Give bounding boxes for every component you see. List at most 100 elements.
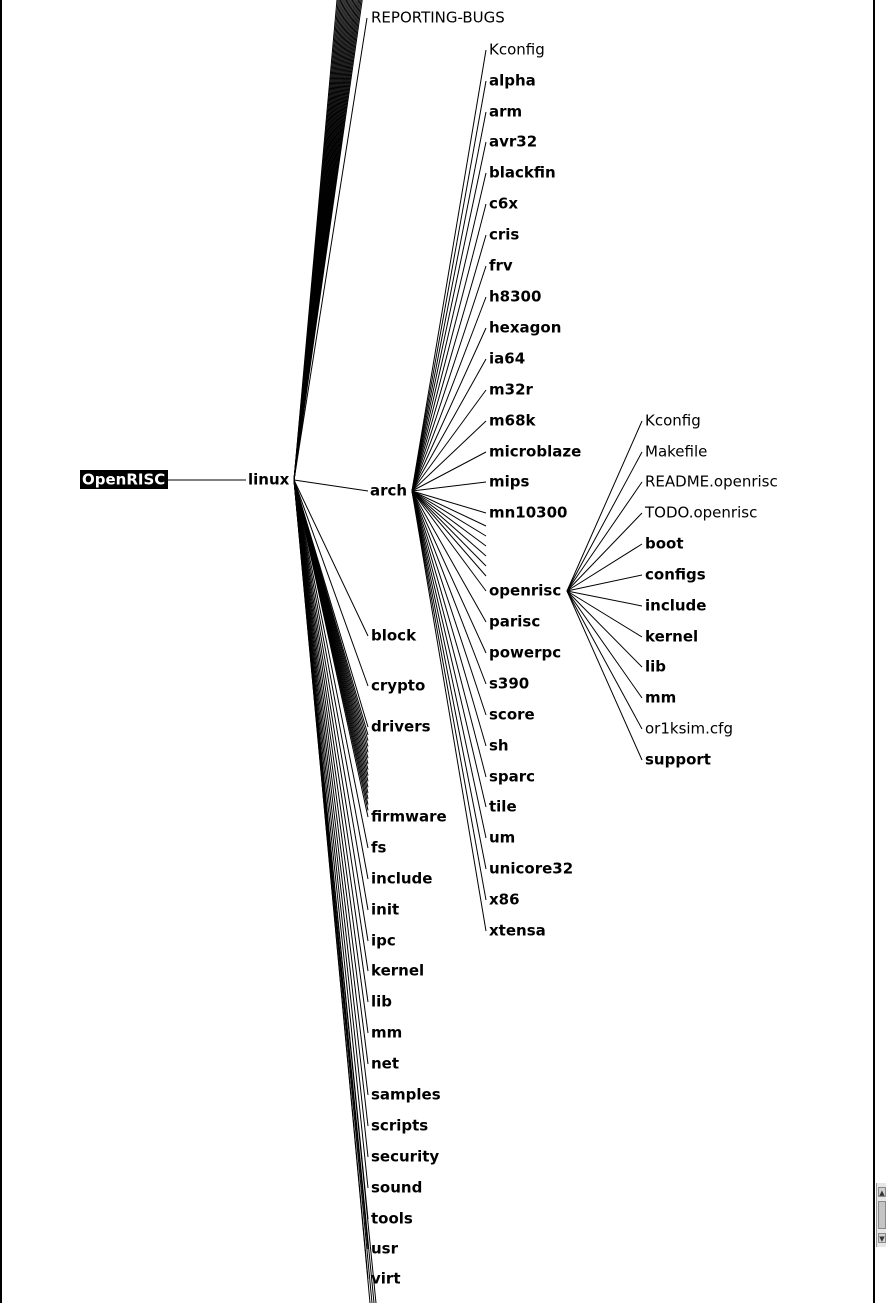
node-linux-virt[interactable]: virt	[371, 1270, 401, 1288]
node-openrisc-boot[interactable]: boot	[645, 535, 684, 553]
tree-edge	[293, 479, 369, 1096]
node-arch-sh[interactable]: sh	[489, 737, 509, 755]
node-openrisc-kernel[interactable]: kernel	[645, 628, 698, 646]
tree-edge	[566, 420, 643, 592]
tree-edge	[293, 479, 369, 1189]
tree-edge	[411, 490, 487, 932]
node-arch-s390[interactable]: s390	[489, 675, 529, 693]
tree-edge	[411, 80, 487, 492]
tree-edge	[566, 543, 643, 592]
node-linux-lib[interactable]: lib	[371, 993, 392, 1011]
node-arch-h8300[interactable]: h8300	[489, 288, 541, 306]
node-linux-drivers[interactable]: drivers	[371, 718, 431, 736]
node-arch-ia64[interactable]: ia64	[489, 350, 525, 368]
node-linux-firmware[interactable]: firmware	[371, 808, 447, 826]
node-linux-include[interactable]: include	[371, 870, 432, 888]
node-arch[interactable]: arch	[370, 482, 407, 500]
tree-edge	[411, 490, 487, 716]
node-openrisc-kconfig[interactable]: Kconfig	[645, 412, 701, 430]
node-linux-security[interactable]: security	[371, 1148, 439, 1166]
node-arch-um[interactable]: um	[489, 829, 515, 847]
tree-edge	[411, 490, 487, 577]
tree-edge	[566, 590, 643, 730]
tree-edge	[293, 479, 369, 942]
node-linux-usr[interactable]: usr	[371, 1240, 399, 1258]
node-arch-kconfig[interactable]: Kconfig	[489, 41, 545, 59]
node-linux-samples[interactable]: samples	[371, 1086, 441, 1104]
node-openrisc-include[interactable]: include	[645, 597, 706, 615]
node-arch-tile[interactable]: tile	[489, 798, 517, 816]
node-arch-sparc[interactable]: sparc	[489, 768, 535, 786]
tree-edge	[411, 490, 487, 592]
node-openrisc-todo-openrisc[interactable]: TODO.openrisc	[644, 504, 757, 522]
node-linux-mm[interactable]: mm	[371, 1024, 402, 1042]
tree-edge	[566, 590, 643, 761]
node-arch-unicore32[interactable]: unicore32	[489, 860, 573, 878]
node-openrisc-makefile[interactable]: Makefile	[645, 443, 707, 461]
node-linux-crypto[interactable]: crypto	[371, 677, 425, 695]
node-arch-microblaze[interactable]: microblaze	[489, 443, 581, 461]
node-arch-mips[interactable]: mips	[489, 473, 530, 491]
node-arch-m68k[interactable]: m68k	[489, 412, 537, 430]
node-arch-m32r[interactable]: m32r	[489, 381, 534, 399]
node-arch-alpha[interactable]: alpha	[489, 72, 536, 90]
node-linux-net[interactable]: net	[371, 1055, 399, 1073]
tree-edge	[566, 451, 643, 592]
node-linux-block[interactable]: block	[371, 627, 417, 645]
root-node-highlight	[80, 470, 168, 489]
scroll-down-icon[interactable]: ▼	[878, 1233, 886, 1243]
node-linux-kernel[interactable]: kernel	[371, 962, 424, 980]
tree-edge	[566, 481, 643, 592]
tree-edge	[293, 479, 369, 880]
tree-edge	[566, 590, 643, 638]
node-arch-powerpc[interactable]: powerpc	[489, 644, 561, 662]
node-arch-arm[interactable]: arm	[489, 103, 522, 121]
tree-edge	[411, 490, 487, 870]
node-openrisc-mm[interactable]: mm	[645, 689, 676, 707]
node-arch-parisc[interactable]: parisc	[489, 613, 540, 631]
scrollbar-thumb[interactable]	[878, 1201, 886, 1229]
tree-edge	[293, 479, 369, 1034]
node-arch-avr32[interactable]: avr32	[489, 133, 537, 151]
tree-edge	[411, 490, 487, 527]
node-openrisc-support[interactable]: support	[645, 751, 711, 769]
scroll-up-icon[interactable]: ▲	[878, 1187, 886, 1197]
node-arch-mn10300[interactable]: mn10300	[489, 504, 568, 522]
node-linux-sound[interactable]: sound	[371, 1179, 422, 1197]
node-arch-cris[interactable]: cris	[489, 226, 519, 244]
tree-edge	[566, 512, 643, 592]
tree-edge	[411, 490, 487, 557]
node-openrisc-configs[interactable]: configs	[645, 566, 706, 584]
node-linux[interactable]: linux	[248, 471, 290, 489]
node-arch-x86[interactable]: x86	[489, 891, 520, 909]
node-arch-frv[interactable]: frv	[489, 257, 513, 275]
node-arch-c6x[interactable]: c6x	[489, 195, 518, 213]
node-linux-fs[interactable]: fs	[371, 839, 387, 857]
node-linux-ipc[interactable]: ipc	[371, 932, 396, 950]
node-reporting-bugs[interactable]: REPORTING-BUGS	[371, 9, 505, 27]
tree-edge	[411, 420, 487, 492]
tree-edges	[168, 0, 643, 1303]
tree-edge	[411, 111, 487, 492]
tree-edge	[566, 574, 643, 592]
tree-edge	[411, 451, 487, 492]
vertical-scrollbar[interactable]: ▲ ▼	[876, 1183, 886, 1247]
tree-edge	[411, 327, 487, 492]
node-linux-init[interactable]: init	[371, 901, 399, 919]
tree-edge	[566, 590, 643, 668]
node-linux-tools[interactable]: tools	[371, 1210, 413, 1228]
tree-edge	[411, 490, 487, 839]
node-openrisc-lib[interactable]: lib	[645, 658, 666, 676]
tree-edge	[566, 590, 643, 699]
node-root-openrisc[interactable]: OpenRISC	[82, 471, 165, 489]
node-arch-openrisc[interactable]: openrisc	[489, 582, 561, 600]
node-arch-score[interactable]: score	[489, 706, 535, 724]
node-arch-xtensa[interactable]: xtensa	[489, 922, 546, 940]
node-openrisc-or1ksim-cfg[interactable]: or1ksim.cfg	[645, 720, 733, 738]
node-arch-hexagon[interactable]: hexagon	[489, 319, 561, 337]
tree-edge	[411, 490, 487, 778]
node-arch-blackfin[interactable]: blackfin	[489, 164, 556, 182]
node-linux-scripts[interactable]: scripts	[371, 1117, 428, 1135]
node-openrisc-readme-openrisc[interactable]: README.openrisc	[645, 473, 778, 491]
tree-edge	[293, 479, 369, 849]
